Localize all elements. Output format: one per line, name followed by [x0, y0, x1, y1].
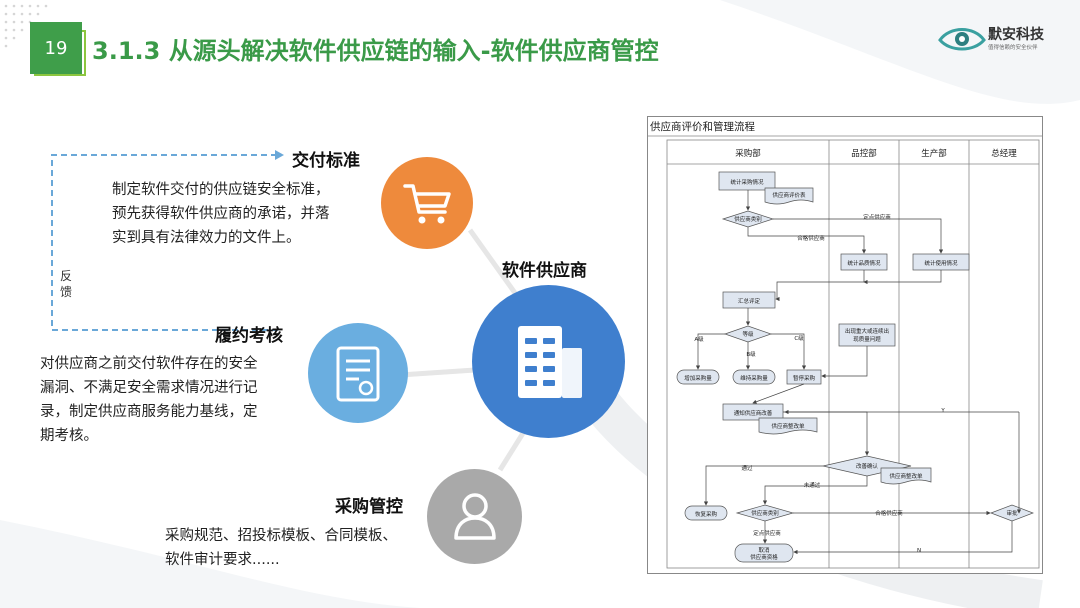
- user-icon: [454, 493, 496, 540]
- page-number: 19: [30, 22, 82, 74]
- performance-title: 履约考核: [215, 326, 283, 346]
- delivery-circle: [381, 157, 473, 249]
- company-logo-icon: [938, 28, 986, 51]
- node-designated: 定点供应商: [863, 213, 891, 221]
- node-cancel-2: 供应商资格: [750, 553, 778, 561]
- label-y: Y: [940, 408, 945, 414]
- label-not-passed: 未通过: [804, 481, 821, 489]
- flowchart-diagram: 采购部 品控部 生产部 总经理 统计采购情况 供应商评价表 供应商类别 定点供应…: [647, 135, 1043, 569]
- procurement-text: 采购规范、招投标模板、合同模板、 软件审计要求......: [165, 528, 397, 568]
- performance-circle: [308, 323, 408, 423]
- label-grade-a: A级: [694, 335, 704, 343]
- lane-manager: 总经理: [991, 148, 1017, 159]
- center-label: 软件供应商: [502, 261, 587, 281]
- page-title: 3.1.3 从源头解决软件供应链的输入-软件供应商管控: [92, 37, 659, 65]
- logo-tagline: 值得信赖的安全伙伴: [988, 45, 1038, 51]
- procurement-title: 采购管控: [335, 497, 403, 517]
- node-stat-usage: 统计使用情况: [924, 259, 958, 267]
- node-pause: 暂停采购: [793, 374, 816, 382]
- certificate-document-icon: [336, 346, 380, 402]
- node-summary: 汇总评定: [738, 297, 761, 305]
- node-vendor-class-2: 供应商类别: [751, 509, 779, 517]
- shopping-cart-icon: [403, 184, 451, 224]
- node-rectify-sheet-2: 供应商整改单: [889, 472, 923, 480]
- lane-production: 生产部: [921, 148, 947, 159]
- building-icon: [518, 326, 582, 398]
- label-grade-c: C级: [794, 334, 804, 342]
- node-stat-purchase: 统计采购情况: [730, 178, 764, 186]
- node-grade: 等级: [742, 330, 754, 338]
- node-cancel-1: 取消: [758, 546, 770, 554]
- label-passed: 通过: [741, 464, 753, 472]
- node-maintain: 维持采购量: [740, 374, 768, 382]
- logo-name: 默安科技: [988, 27, 1044, 43]
- node-major-issue-2: 现质量问题: [853, 335, 881, 343]
- lane-purchasing: 采购部: [735, 148, 761, 159]
- lane-quality: 品控部: [851, 148, 877, 159]
- node-qualified: 合格供应商: [797, 234, 825, 242]
- delivery-text: 制定软件交付的供应链安全标准， 预先获得软件供应商的承诺，并落 实到具有法律效力…: [112, 182, 330, 246]
- node-stat-quality: 统计品质情况: [847, 259, 881, 267]
- node-major-issue-1: 出现重大或连续出: [845, 327, 889, 335]
- node-rectify-confirm: 改善确认: [856, 462, 879, 470]
- label-designated-2: 定点供应商: [753, 529, 781, 537]
- flowchart-title: 供应商评价和管理流程: [650, 121, 755, 133]
- label-grade-b: B级: [746, 350, 756, 358]
- performance-text: 对供应商之前交付软件存在的安全 漏洞、不满足安全需求情况进行记 录，制定供应商服…: [40, 356, 258, 444]
- feedback-label: 反 馈: [59, 269, 72, 299]
- label-n: N: [917, 548, 921, 554]
- node-notify-rectify: 通知供应商改善: [734, 409, 773, 417]
- node-rectify-sheet: 供应商整改单: [771, 422, 805, 430]
- node-approve: 审批: [1006, 509, 1018, 517]
- node-resume: 恢复采购: [695, 510, 718, 518]
- delivery-title: 交付标准: [292, 151, 360, 171]
- node-eval-table: 供应商评价表: [772, 191, 806, 199]
- node-vendor-class: 供应商类别: [734, 215, 762, 223]
- node-increase: 增加采购量: [684, 374, 712, 382]
